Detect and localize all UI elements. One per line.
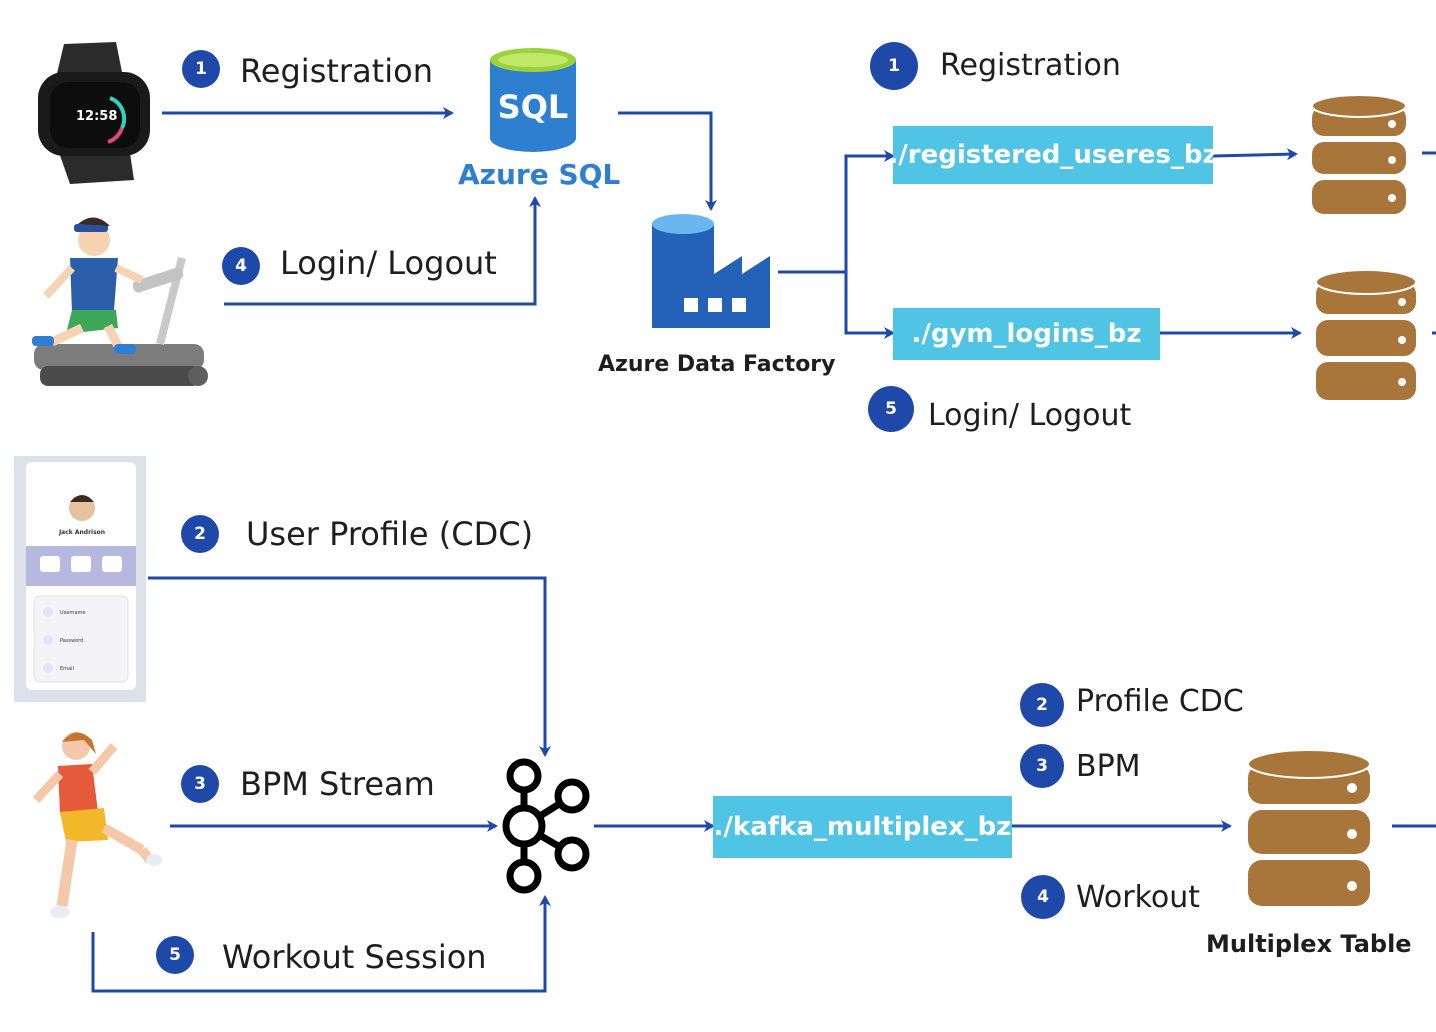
label-registration: Registration <box>240 52 433 90</box>
badge-registration: 1 <box>182 50 220 88</box>
phone-user-name: Jack Andrison <box>58 529 105 536</box>
phone-field-username: Username <box>60 610 86 616</box>
label-right-registration: Registration <box>940 48 1121 83</box>
treadmill-runner-icon <box>32 217 208 386</box>
badge-right-registration: 1 <box>870 42 918 90</box>
runner-woman-icon <box>32 732 162 918</box>
label-workout-session: Workout Session <box>222 938 487 976</box>
arrow-sql-to-adf <box>618 111 717 211</box>
phone-field-password: Password <box>60 638 83 644</box>
arrow-adf-to-gym-logins <box>844 272 895 339</box>
azure-sql-icon: SQL <box>490 48 576 152</box>
badge-login-logout: 4 <box>222 247 260 285</box>
badge-right-workout: 4 <box>1021 875 1065 919</box>
table-kafka-multiplex-bz: ./kafka_multiplex_bz <box>713 796 1012 858</box>
label-user-profile: User Profile (CDC) <box>246 515 534 553</box>
arrow-registered-to-db <box>1212 148 1298 161</box>
phone-field-email: Email <box>60 666 74 672</box>
label-login-logout: Login/ Logout <box>280 244 497 282</box>
azure-sql-icon-text: SQL <box>498 88 569 126</box>
label-bpm-stream: BPM Stream <box>240 765 435 803</box>
arrow-workout-to-kafka <box>91 895 551 993</box>
badge-right-bpm: 3 <box>1020 744 1064 788</box>
smartwatch-icon: 12:58 <box>38 42 150 184</box>
arrow-adf-to-registered <box>844 150 895 272</box>
database-icon-multiplex <box>1247 749 1371 906</box>
multiplex-table-label: Multiplex Table <box>1206 930 1412 958</box>
badge-user-profile: 2 <box>181 515 219 553</box>
azure-data-factory-label: Azure Data Factory <box>598 352 836 377</box>
label-right-profile-cdc: Profile CDC <box>1076 684 1244 719</box>
arrow-phone-to-kafka <box>148 576 551 757</box>
label-right-login-logout: Login/ Logout <box>928 398 1132 433</box>
label-right-workout: Workout <box>1076 880 1201 915</box>
badge-bpm-stream: 3 <box>181 765 219 803</box>
table-registered-users-bz: ./registered_useres_bz <box>888 126 1218 184</box>
azure-sql-label: Azure SQL <box>458 158 621 191</box>
watch-time: 12:58 <box>76 109 117 124</box>
database-icon-registered <box>1311 94 1407 214</box>
table-gym-logins-bz: ./gym_logins_bz <box>893 308 1160 360</box>
phone-app-icon: Jack Andrison Username Password Email <box>14 456 146 702</box>
label-right-bpm: BPM <box>1076 749 1141 784</box>
badge-workout-session: 5 <box>156 936 194 974</box>
badge-right-profile-cdc: 2 <box>1020 683 1064 727</box>
azure-data-factory-icon <box>652 214 770 328</box>
badge-right-login-logout: 5 <box>868 386 914 432</box>
database-icon-gym-logins <box>1315 269 1417 400</box>
arrow-treadmill-to-sql <box>224 196 541 306</box>
kafka-icon <box>502 758 590 894</box>
